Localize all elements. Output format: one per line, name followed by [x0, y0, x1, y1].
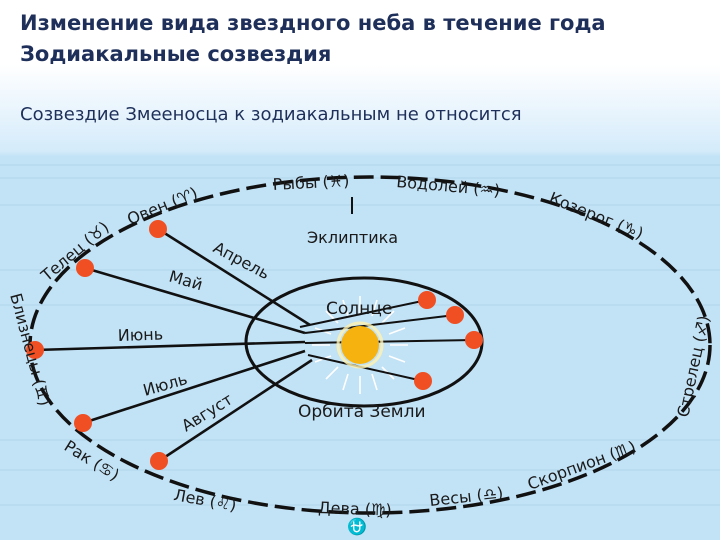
line-august — [158, 358, 313, 463]
label-may: Май — [167, 267, 205, 295]
label-pisces: Рыбы (♓) — [272, 171, 350, 194]
label-scorpio: Скорпион (♏) — [525, 437, 638, 494]
earth-point — [414, 372, 432, 390]
constellation-points — [26, 220, 168, 470]
label-cancer: Рак (♋) — [61, 436, 123, 484]
title-line-1: Изменение вида звездного неба в течение … — [20, 11, 606, 35]
label-sagittarius: Стрелец (♐) — [673, 314, 713, 419]
slide-title: Изменение вида звездного неба в течение … — [20, 8, 606, 70]
earth-point — [446, 306, 464, 324]
label-leo: Лев (♌) — [172, 485, 238, 515]
earth-point — [465, 331, 483, 349]
ophiuchus-note: Созвездие Змееносца к зодиакальным не от… — [20, 104, 522, 125]
sun-rays — [312, 296, 408, 394]
ophiuchus-symbol: ⛎ — [347, 517, 367, 536]
label-virgo: Дева (♍) — [318, 498, 392, 520]
point-taurus — [76, 259, 94, 277]
title-line-2: Зодиакальные созвездия — [20, 42, 332, 66]
line-july — [82, 349, 306, 425]
label-taurus: Телец (♉) — [37, 217, 113, 285]
label-aquarius: Водолей (♒) — [396, 172, 501, 200]
label-capricorn: Козерог (♑) — [547, 188, 647, 243]
earth-orbit-guides — [299, 299, 475, 382]
line-june — [34, 340, 306, 352]
earth-points — [414, 291, 483, 390]
label-libra: Весы (♎) — [428, 483, 504, 510]
zodiac-diagram: Эклиптика Солнце Орбита Земли Рыбы (♓) В… — [0, 164, 720, 536]
line-april — [157, 227, 311, 327]
sun-glow — [336, 321, 384, 369]
point-aries — [149, 220, 167, 238]
sight-lines — [34, 227, 313, 463]
label-earth-orbit: Орбита Земли — [298, 402, 426, 422]
point-cancer — [74, 414, 92, 432]
label-june: Июнь — [117, 324, 163, 345]
point-leo — [150, 452, 168, 470]
sun — [341, 326, 379, 364]
point-gemini — [26, 341, 44, 359]
line-may — [84, 266, 306, 335]
label-april: Апрель — [210, 238, 273, 283]
label-ecliptic: Эклиптика — [307, 228, 398, 247]
label-sun: Солнце — [326, 299, 392, 319]
earth-point — [418, 291, 436, 309]
